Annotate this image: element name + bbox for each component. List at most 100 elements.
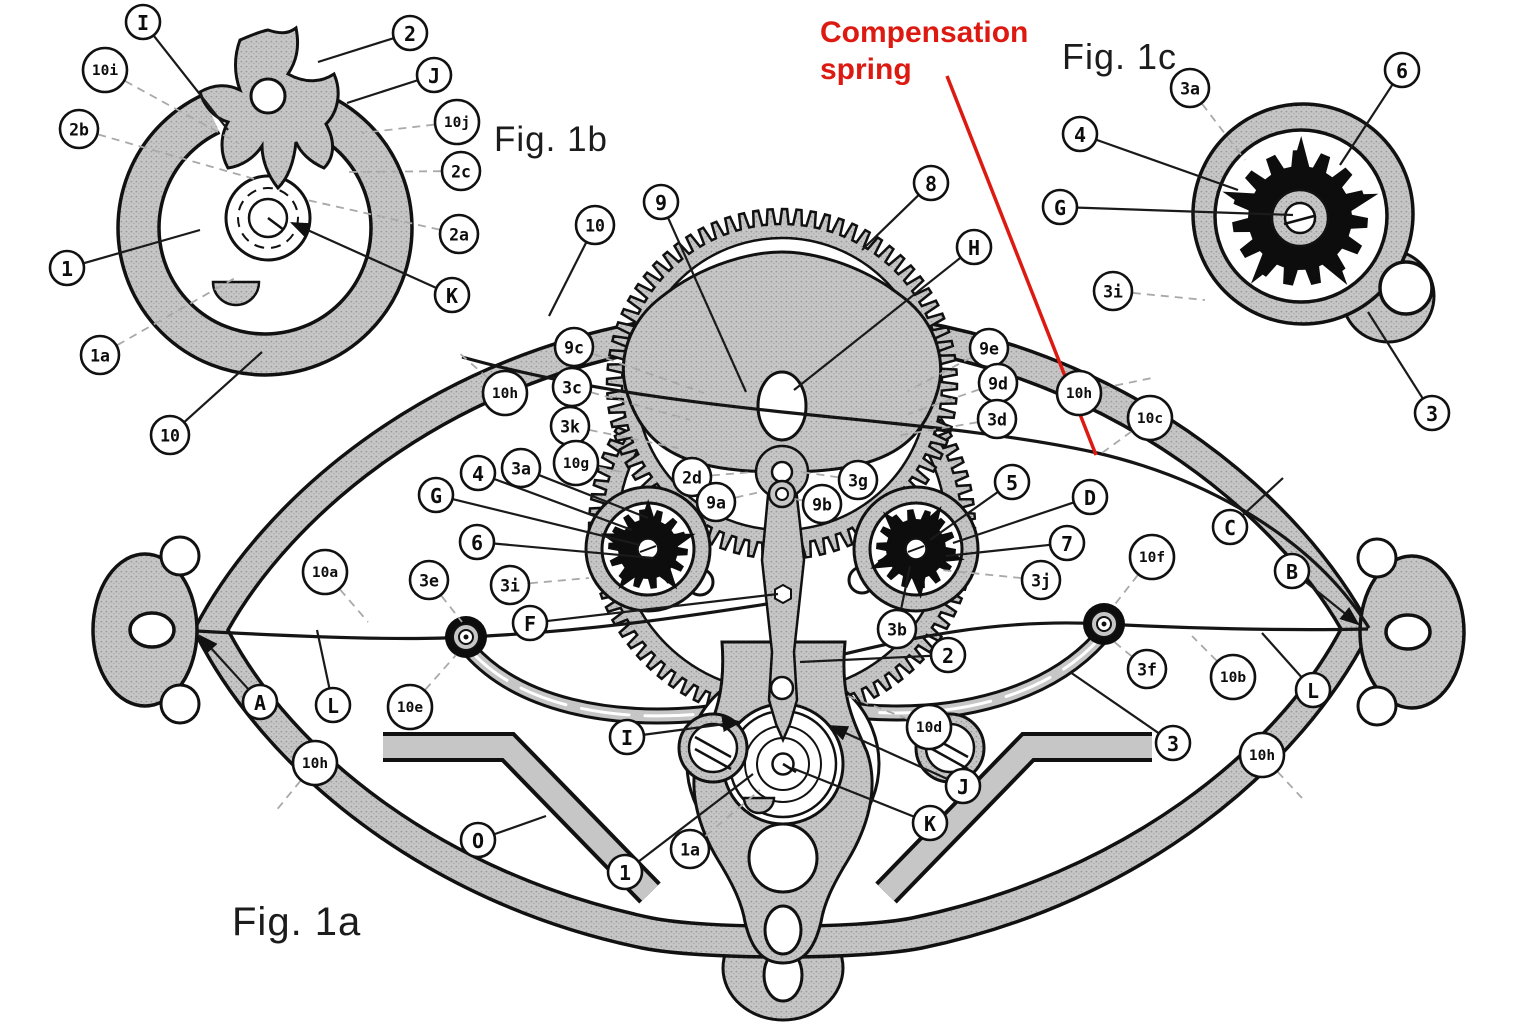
label-3f-fig1a: 3f: [1111, 639, 1168, 690]
leader-line: [1111, 574, 1139, 609]
label-9d-fig1a: 9d: [907, 362, 1019, 415]
leader-line: [184, 351, 263, 423]
label-circle: [1273, 552, 1311, 590]
label-circle: [1128, 533, 1176, 581]
label-7-fig1a: 7: [945, 524, 1086, 562]
label-text: 4: [472, 462, 484, 486]
label-text: 3c: [562, 379, 582, 398]
label-circle: [1092, 270, 1134, 312]
label-text: 10c: [1137, 411, 1163, 427]
label-circle: [1413, 394, 1451, 432]
label-circle: [1154, 724, 1192, 762]
label-text: 10h: [492, 386, 518, 402]
leader-line: [548, 242, 587, 317]
label-K-fig1a: K: [791, 766, 949, 842]
right-star-wheel: [852, 485, 980, 613]
label-3g-fig1a: 3g: [800, 459, 879, 501]
label-text: 1a: [90, 347, 110, 366]
label-text: 3d: [987, 411, 1007, 430]
label-text: 3f: [1137, 661, 1157, 680]
leader-line: [116, 277, 236, 346]
label-circle: [801, 483, 843, 525]
label-circle: [438, 213, 480, 255]
leader-line: [289, 221, 437, 289]
label-text: 10b: [1220, 670, 1246, 686]
lever-lower-hole: [769, 675, 795, 701]
label-text: 10h: [1066, 386, 1092, 402]
label-circle: [458, 523, 496, 561]
leader-line: [124, 80, 239, 144]
label-text: I: [621, 726, 633, 750]
fig1b-detail: [116, 25, 414, 377]
label-3-fig1a: 3: [1069, 671, 1192, 762]
label-text: 10e: [397, 700, 423, 716]
label-1-fig1b: 1: [48, 228, 201, 287]
label-2-fig1a: 2: [799, 636, 967, 674]
leader-line: [424, 654, 457, 691]
label-circle: [433, 276, 471, 314]
leader-line: [529, 577, 590, 585]
label-2b-fig1b: 2b: [58, 108, 259, 181]
bridge-oval-hole: [756, 370, 808, 442]
leader-line: [153, 35, 229, 131]
label-circle: [552, 439, 600, 487]
leader-line: [793, 257, 961, 391]
leader-line: [457, 351, 489, 379]
annotation-line1: Compensation: [820, 16, 1029, 49]
label-3-fig1c: 3: [1367, 311, 1451, 432]
label-circle: [606, 853, 644, 891]
label-text: 10: [160, 427, 180, 446]
leader-line: [592, 352, 705, 394]
label-I-fig1b: I: [124, 3, 229, 131]
label-G-fig1c: G: [1041, 188, 1294, 226]
label-circle: [671, 456, 713, 498]
label-circle: [81, 46, 129, 94]
label-D-fig1a: D: [952, 478, 1109, 545]
label-circle: [1126, 394, 1174, 442]
leader-line: [198, 634, 249, 690]
bridge-round-hole: [747, 822, 819, 894]
label-text: J: [428, 64, 440, 88]
label-I-fig1a: I: [608, 716, 743, 756]
lever-hex-hole: [774, 583, 792, 605]
label-circle: [291, 739, 339, 787]
leader-line: [704, 789, 761, 837]
label-G-fig1a: G: [417, 476, 641, 547]
label-B-fig1a: B: [1273, 552, 1360, 626]
label-circle: [1211, 508, 1249, 546]
label-text: 3a: [511, 460, 531, 479]
right-eyelet-hole: [1384, 613, 1432, 651]
leader-line: [844, 694, 908, 720]
leader-line: [1339, 84, 1394, 166]
label-text: I: [137, 11, 149, 35]
label-circle: [500, 447, 542, 489]
left-screw-lug: [677, 712, 749, 784]
right-stud: [1083, 603, 1125, 645]
fig1b-title: Fig. 1b: [494, 120, 608, 159]
left-eyelet-hole: [128, 611, 176, 649]
label-text: 3: [1426, 402, 1438, 426]
label-9c-fig1a: 9c: [553, 326, 705, 394]
label-text: 10h: [302, 756, 328, 772]
label-1-fig1a: 1: [606, 773, 754, 891]
leader-line: [494, 814, 547, 836]
label-circle: [837, 459, 879, 501]
label-text: 3i: [500, 577, 520, 596]
label-6-fig1a: 6: [458, 523, 654, 561]
label-text: 10: [585, 217, 605, 236]
label-text: 3g: [848, 472, 868, 491]
label-circle: [415, 56, 453, 94]
leader-line: [547, 592, 779, 623]
escape-bridge: [621, 250, 943, 474]
label-circle: [314, 686, 352, 724]
label-circle: [912, 164, 950, 202]
label-text: 1a: [680, 841, 700, 860]
label-text: 9d: [988, 375, 1008, 394]
label-text: 3i: [1103, 283, 1123, 302]
half-disc: [211, 280, 261, 307]
label-circle: [553, 326, 595, 368]
label-10-fig1a: 10: [548, 204, 616, 317]
label-text: K: [446, 284, 458, 308]
